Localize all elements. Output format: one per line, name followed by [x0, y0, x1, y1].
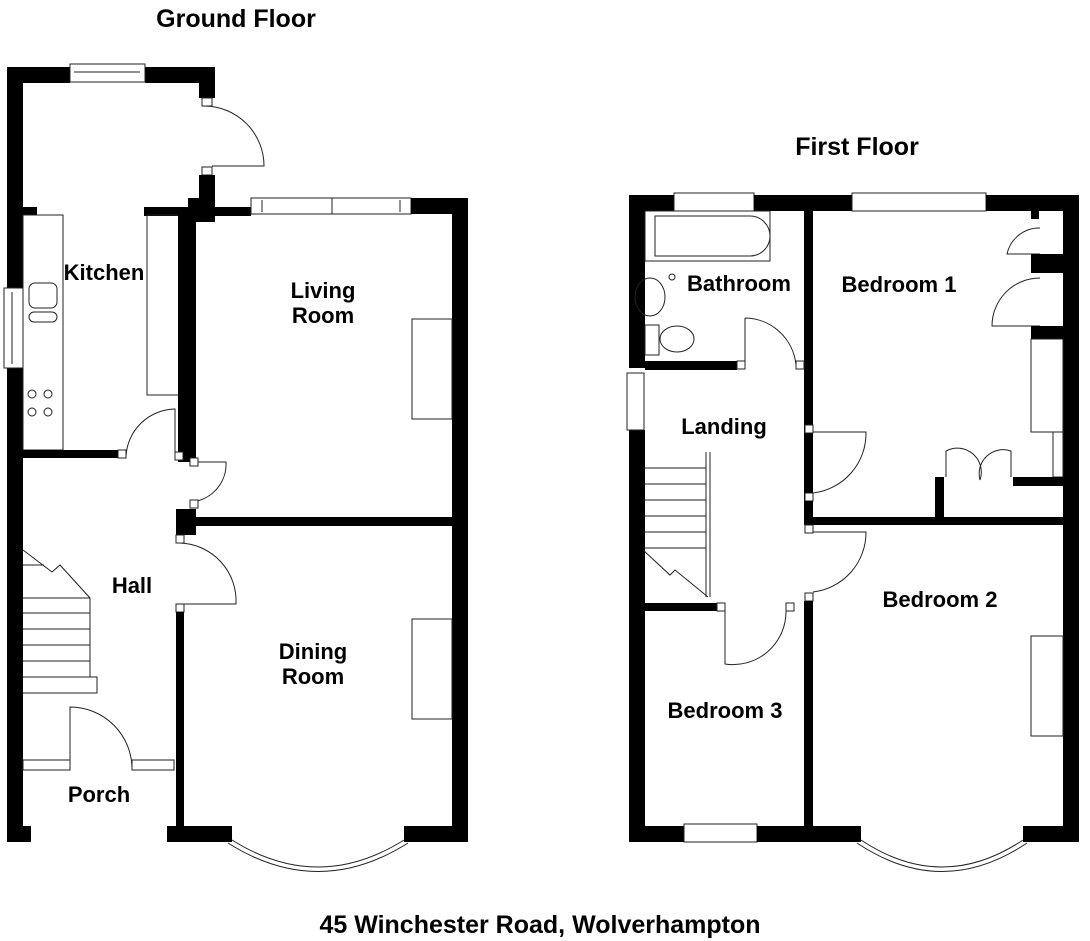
room-label-living-2: Room	[292, 303, 354, 328]
wall	[804, 601, 813, 841]
hob-icon	[27, 389, 53, 417]
window	[683, 823, 758, 843]
fireplace	[411, 618, 453, 720]
wall	[176, 612, 184, 840]
wall	[199, 67, 215, 98]
property-address: 45 Winchester Road, Wolverhampton	[319, 911, 760, 939]
room-label-bathroom: Bathroom	[687, 271, 791, 296]
wardrobe-doors	[945, 447, 1012, 481]
window	[3, 287, 24, 369]
basin-icon	[634, 277, 666, 317]
room-label-living: Living	[291, 278, 356, 303]
wall	[145, 67, 215, 83]
wall	[7, 368, 23, 402]
wall	[804, 211, 813, 511]
ground-floor-title: Ground Floor	[156, 5, 316, 33]
wall	[1031, 326, 1063, 339]
staircase	[22, 549, 98, 694]
room-label-landing: Landing	[681, 414, 767, 439]
wall	[176, 509, 196, 535]
wall	[1063, 195, 1079, 842]
toilet-icon	[659, 325, 695, 353]
closet-door	[1006, 227, 1041, 255]
wall	[645, 361, 737, 370]
wall	[645, 603, 717, 611]
bay-window	[856, 842, 1028, 872]
wall	[986, 195, 1079, 211]
window	[22, 759, 71, 771]
fireplace	[1030, 635, 1064, 737]
wall	[629, 826, 684, 842]
ground-floor-plan: Ground Floor	[3, 5, 468, 872]
window	[250, 197, 412, 215]
wall	[196, 517, 452, 526]
wall	[935, 477, 944, 517]
first-floor-plan: First Floor	[626, 133, 1079, 872]
door-swing	[189, 461, 227, 503]
door-jamb	[201, 97, 213, 107]
wall	[804, 517, 1063, 525]
door-jamb	[201, 166, 213, 176]
sink-icon	[28, 282, 58, 309]
wall	[7, 400, 23, 840]
window	[131, 759, 175, 771]
wall	[1013, 477, 1063, 486]
wall	[629, 195, 674, 211]
wall	[757, 826, 861, 842]
bath-icon	[644, 210, 771, 262]
window	[851, 192, 987, 212]
wall	[167, 826, 232, 842]
wall	[7, 67, 70, 83]
room-label-kitchen: Kitchen	[64, 260, 145, 285]
closet-door	[991, 277, 1041, 327]
wall	[21, 450, 118, 458]
wall	[1023, 826, 1079, 842]
door-swing	[125, 408, 176, 457]
wall	[188, 222, 196, 462]
room-label-bedroom-1: Bedroom 1	[842, 272, 957, 297]
staircase	[642, 452, 711, 598]
room-label-hall: Hall	[112, 573, 152, 598]
window	[626, 372, 645, 431]
room-label-porch: Porch	[68, 782, 130, 807]
room-label-dining-2: Room	[282, 664, 344, 689]
wall	[452, 198, 468, 841]
door-swing	[179, 542, 237, 605]
wall	[404, 826, 468, 842]
wall	[629, 430, 645, 842]
door-swing	[812, 431, 867, 494]
fireplace	[411, 318, 453, 420]
window	[69, 63, 146, 83]
door-swing	[724, 610, 787, 666]
first-floor-title: First Floor	[795, 133, 919, 161]
room-label-bedroom-2: Bedroom 2	[883, 587, 998, 612]
door-swing	[812, 531, 867, 593]
wall	[629, 195, 645, 368]
wall	[1031, 254, 1063, 273]
door-swing	[744, 317, 797, 366]
bay-window	[227, 842, 409, 872]
door-swing	[204, 105, 265, 167]
window	[673, 192, 755, 212]
room-label-bedroom-3: Bedroom 3	[668, 698, 783, 723]
wall	[754, 195, 852, 211]
wall	[7, 826, 31, 842]
room-label-dining: Dining	[279, 639, 347, 664]
sink-drainer	[28, 311, 58, 323]
wall	[21, 207, 37, 215]
door-swing	[69, 706, 133, 770]
wardrobe	[1030, 338, 1064, 433]
